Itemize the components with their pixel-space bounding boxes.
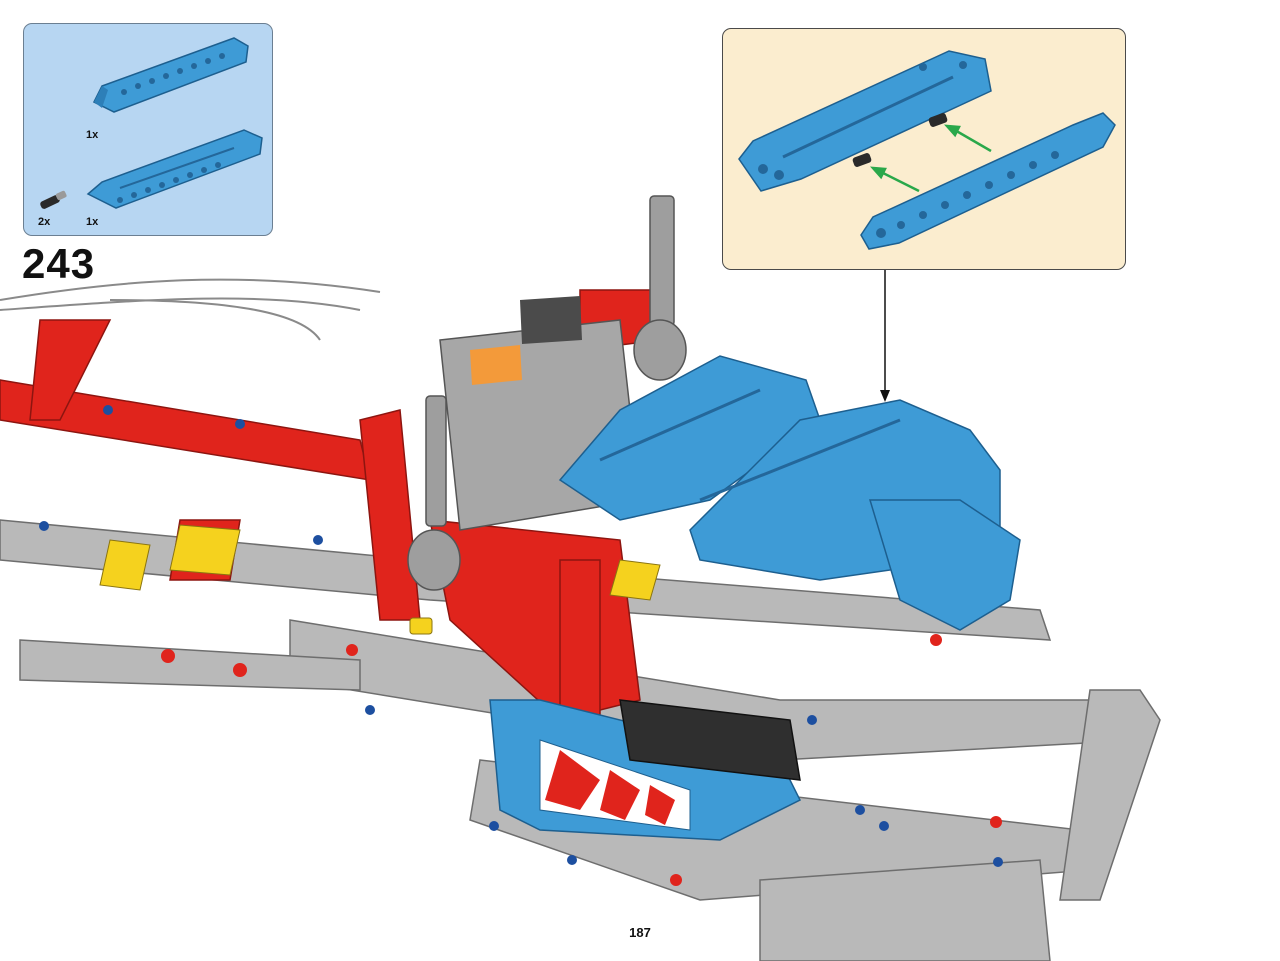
callout-panel-right xyxy=(860,112,1116,250)
blue-panel-assembly xyxy=(558,355,1021,631)
black-connector-pin-part xyxy=(40,190,67,209)
parts-list-panel: 1x 2x 1x xyxy=(23,23,273,236)
parts-list-illustration xyxy=(40,37,263,209)
blue-side-fairing xyxy=(489,699,802,841)
callout-arrow xyxy=(880,270,890,402)
part-qty-label: 1x xyxy=(86,216,99,228)
blue-panel-flat-part xyxy=(86,129,263,209)
subassembly-illustration xyxy=(738,50,1116,250)
step-number: 243 xyxy=(22,240,96,287)
cables xyxy=(0,278,381,341)
part-qty-label: 2x xyxy=(38,216,51,228)
red-connector-pins xyxy=(161,634,1002,886)
blue-panel-long-part xyxy=(92,37,249,113)
callout-panel-left xyxy=(738,50,992,192)
subassembly-callout xyxy=(722,28,1126,270)
yellow-parts xyxy=(99,524,661,635)
blue-connector-pins xyxy=(39,405,1003,867)
part-qty-label: 1x xyxy=(86,129,99,141)
callout-green-arrows xyxy=(869,124,992,193)
black-motor xyxy=(619,699,801,781)
callout-pins xyxy=(852,113,948,167)
shock-absorbers xyxy=(407,195,687,591)
page-number: 187 xyxy=(629,925,651,940)
